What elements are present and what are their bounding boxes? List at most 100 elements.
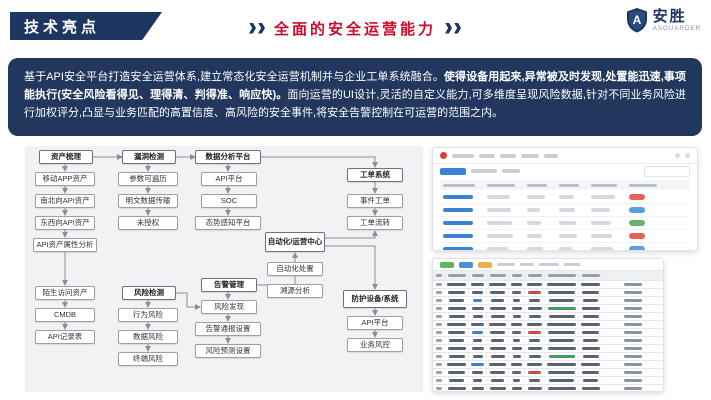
cell-text [487, 234, 513, 238]
td2-0 [433, 331, 445, 334]
td2-bar [490, 291, 505, 294]
td2-fill [603, 379, 663, 382]
td2-bar [435, 347, 442, 350]
td2-bar [472, 371, 483, 374]
td2-1 [445, 291, 469, 294]
td2-bar [490, 355, 505, 358]
shot2-table-row [433, 376, 663, 384]
td-2 [527, 208, 559, 212]
td2-bar [449, 339, 464, 342]
td2-fill-bar [624, 307, 642, 310]
svg-text:A: A [632, 13, 641, 27]
td2-bar [473, 379, 482, 382]
td2-7 [579, 363, 603, 366]
td2-3 [487, 371, 509, 374]
td2-fill [603, 307, 663, 310]
cell-text [591, 208, 610, 212]
logo-text: 安胜 ASGUARDER [653, 8, 701, 33]
td2-bar [473, 299, 482, 302]
section-banner-label: 技术亮点 [24, 18, 101, 36]
td2-fill-bar [624, 299, 642, 302]
td2-bar [447, 323, 466, 326]
td-4 [591, 221, 629, 225]
flow-node-r_term: 终端风险 [118, 352, 178, 366]
td2-6 [545, 355, 579, 358]
flow-node-r_behavior: 行为风险 [118, 308, 178, 322]
td-1 [487, 234, 527, 238]
cell-text [559, 208, 575, 212]
td2-fill-bar [624, 339, 642, 342]
td2-bar [472, 315, 483, 318]
td2-bar [489, 283, 506, 286]
td2-bar [511, 387, 522, 390]
td2-2 [469, 331, 487, 334]
td2-5 [525, 291, 545, 294]
td2-bar [511, 363, 522, 366]
td2-bar [527, 387, 542, 390]
logo-name: 安胜 [652, 7, 687, 25]
td2-1 [445, 387, 469, 390]
td2-7 [579, 347, 603, 350]
td-1 [487, 194, 527, 199]
td-4 [591, 234, 629, 238]
td2-bar [435, 331, 442, 334]
status-tag [629, 233, 645, 239]
flow-node-p_biz: 业务风控 [347, 338, 403, 352]
td-5 [629, 246, 669, 250]
td2-bar [582, 355, 599, 358]
td2-bar [527, 283, 542, 286]
td2-7 [579, 355, 603, 358]
td2-0 [433, 339, 445, 342]
shot2-table-row [433, 312, 663, 320]
th2-6 [545, 274, 579, 277]
td2-bar [527, 323, 542, 326]
td2-bar [581, 307, 600, 310]
td2-bar [471, 283, 484, 286]
td2-bar [512, 331, 521, 334]
shot2-table-row [433, 296, 663, 304]
td2-4 [509, 323, 525, 326]
td2-bar [548, 331, 575, 334]
td2-4 [509, 339, 525, 342]
intro-paragraph: 基于API安全平台打造安全运营体系,建立常态化安全运营机制并与企业工单系统融合。… [8, 58, 702, 136]
shot2-table-row [433, 336, 663, 344]
td2-bar [490, 371, 505, 374]
td2-6 [545, 315, 579, 318]
td2-bar [528, 291, 541, 294]
td2-fill [603, 347, 663, 350]
th2-bar-4 [511, 274, 522, 277]
th-bar-3 [559, 183, 579, 187]
shot1-table-row [440, 242, 690, 250]
td2-2 [469, 387, 487, 390]
screenshot-operations-console [432, 147, 698, 251]
th-bar-2 [527, 183, 547, 187]
td2-6 [545, 299, 579, 302]
flow-node-a_nb: 南北向API资产 [35, 194, 95, 208]
td2-4 [509, 307, 525, 310]
td2-bar [548, 291, 575, 294]
td2-3 [487, 363, 509, 366]
td-3 [559, 221, 591, 225]
td2-bar [471, 387, 484, 390]
td2-5 [525, 371, 545, 374]
td2-bar [435, 355, 442, 358]
td2-bar [529, 339, 540, 342]
cell-text [559, 234, 577, 238]
td2-4 [509, 347, 525, 350]
td2-2 [469, 323, 487, 326]
th2-0 [433, 274, 445, 277]
td2-1 [445, 347, 469, 350]
td2-4 [509, 291, 525, 294]
td2-bar [528, 371, 541, 374]
td2-5 [525, 379, 545, 382]
cell-text [487, 194, 510, 199]
td2-bar [435, 315, 442, 318]
td2-bar [511, 307, 522, 310]
td2-0 [433, 355, 445, 358]
td2-fill-bar [624, 347, 642, 350]
td2-6 [545, 339, 579, 342]
td2-5 [525, 347, 545, 350]
cell-text [591, 247, 613, 250]
tool-bar-1 [520, 263, 534, 266]
th-bar-1 [487, 183, 515, 187]
